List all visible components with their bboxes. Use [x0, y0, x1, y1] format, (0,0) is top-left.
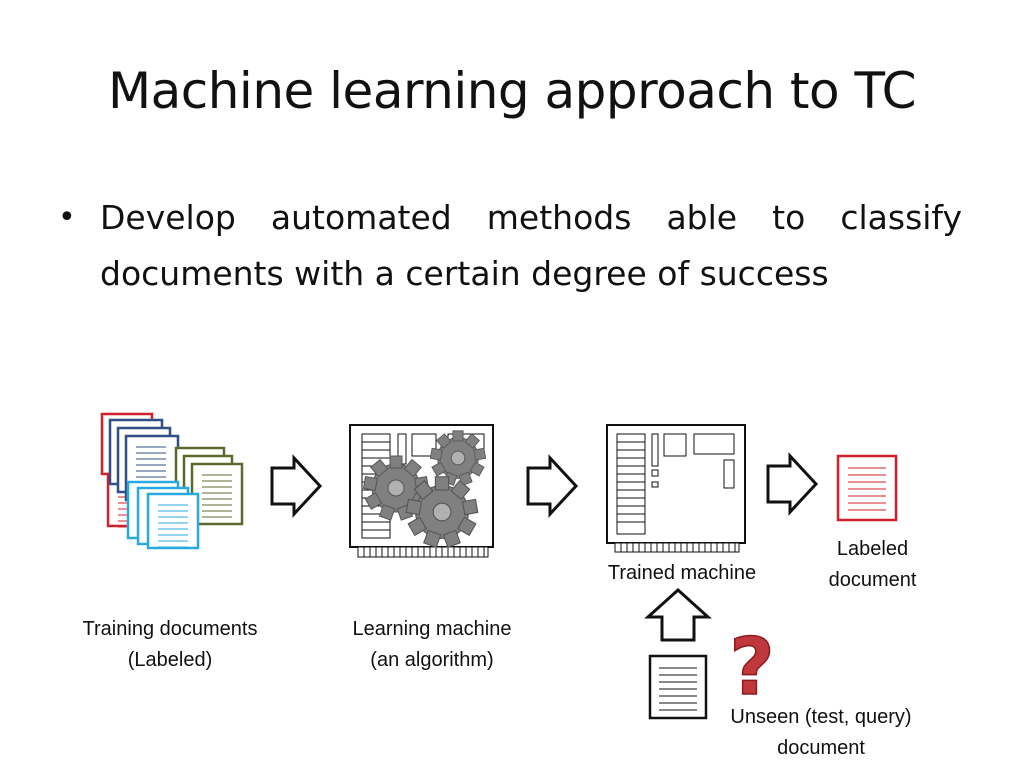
unseen-document-label: Unseen (test, query) document — [705, 702, 937, 764]
unseen-document-line2: document — [777, 737, 865, 759]
bullet-text: Develop automated methods able to classi… — [100, 198, 962, 293]
trained-machine-icon — [606, 424, 746, 553]
gears-icon — [362, 430, 487, 548]
arrow-right-icon — [270, 456, 322, 516]
labeled-document-label: Labeled document — [800, 534, 945, 596]
training-documents-line1: Training documents — [82, 618, 258, 640]
training-documents-icon — [100, 412, 244, 550]
labeled-document-line2: document — [828, 569, 917, 591]
labeled-document-line1: Labeled — [836, 538, 909, 560]
labeled-document-icon — [836, 454, 898, 522]
learning-machine-line2: (an algorithm) — [370, 649, 494, 671]
unseen-document-line1: Unseen (test, query) — [730, 706, 912, 728]
trained-machine-label: Trained machine — [572, 558, 792, 589]
training-documents-label: Training documents (Labeled) — [60, 614, 280, 676]
trained-machine-line1: Trained machine — [607, 562, 757, 584]
learning-machine-label: Learning machine (an algorithm) — [322, 614, 542, 676]
arrow-up-icon — [644, 587, 712, 642]
arrow-right-icon — [526, 456, 578, 516]
learning-machine-line1: Learning machine — [352, 618, 512, 640]
training-documents-line2: (Labeled) — [127, 649, 213, 671]
question-mark-icon: ? — [729, 623, 774, 713]
unseen-document-icon — [648, 654, 708, 720]
learning-machine-icon — [349, 424, 494, 558]
arrow-right-icon — [766, 454, 818, 514]
bullet-dot-icon: • — [58, 200, 76, 235]
slide-title: Machine learning approach to TC — [107, 62, 917, 120]
